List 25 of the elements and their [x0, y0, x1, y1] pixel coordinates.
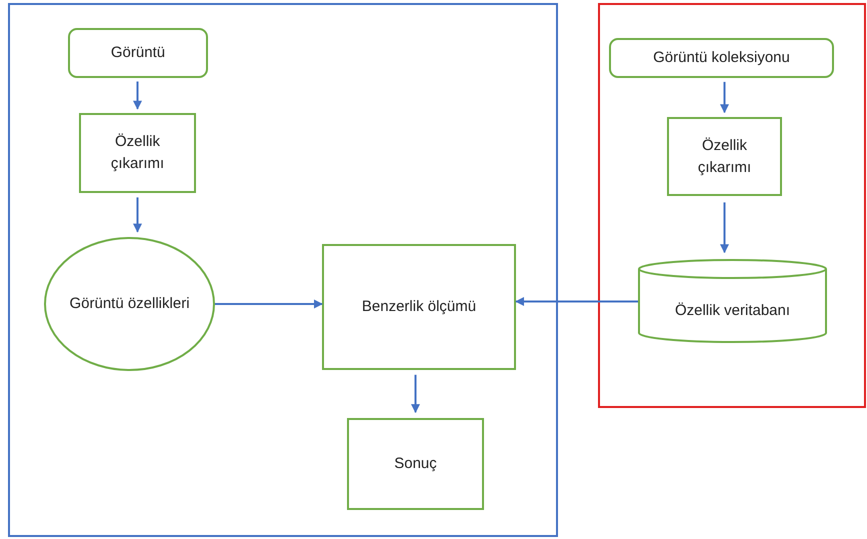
arrow	[411, 374, 420, 414]
group-frame	[598, 3, 866, 408]
arrow	[720, 202, 729, 254]
process-box	[79, 113, 196, 193]
node-label: Sonuç	[394, 454, 437, 474]
node-label: Görüntü koleksiyonu	[653, 48, 790, 68]
arrow	[133, 82, 142, 110]
database-cylinder	[638, 260, 827, 343]
group-frame	[8, 3, 558, 537]
arrow	[133, 197, 142, 233]
node-label: Görüntü özellikleri	[69, 294, 190, 314]
node-label: Benzerlik ölçümü	[362, 297, 476, 318]
rounded-box	[68, 28, 208, 78]
arrow	[515, 297, 638, 306]
process-box	[667, 117, 782, 196]
arrow	[720, 82, 729, 114]
ellipse-node	[44, 237, 215, 371]
process-box	[347, 418, 484, 510]
node-label: Özellik çıkarımı	[110, 132, 166, 174]
node-label: Özellik çıkarımı	[696, 136, 752, 178]
arrow	[215, 300, 323, 308]
process-box	[322, 244, 516, 370]
node-label: Özellik veritabanı	[674, 300, 790, 321]
rounded-box	[609, 38, 834, 78]
node-label: Görüntü	[110, 43, 166, 64]
